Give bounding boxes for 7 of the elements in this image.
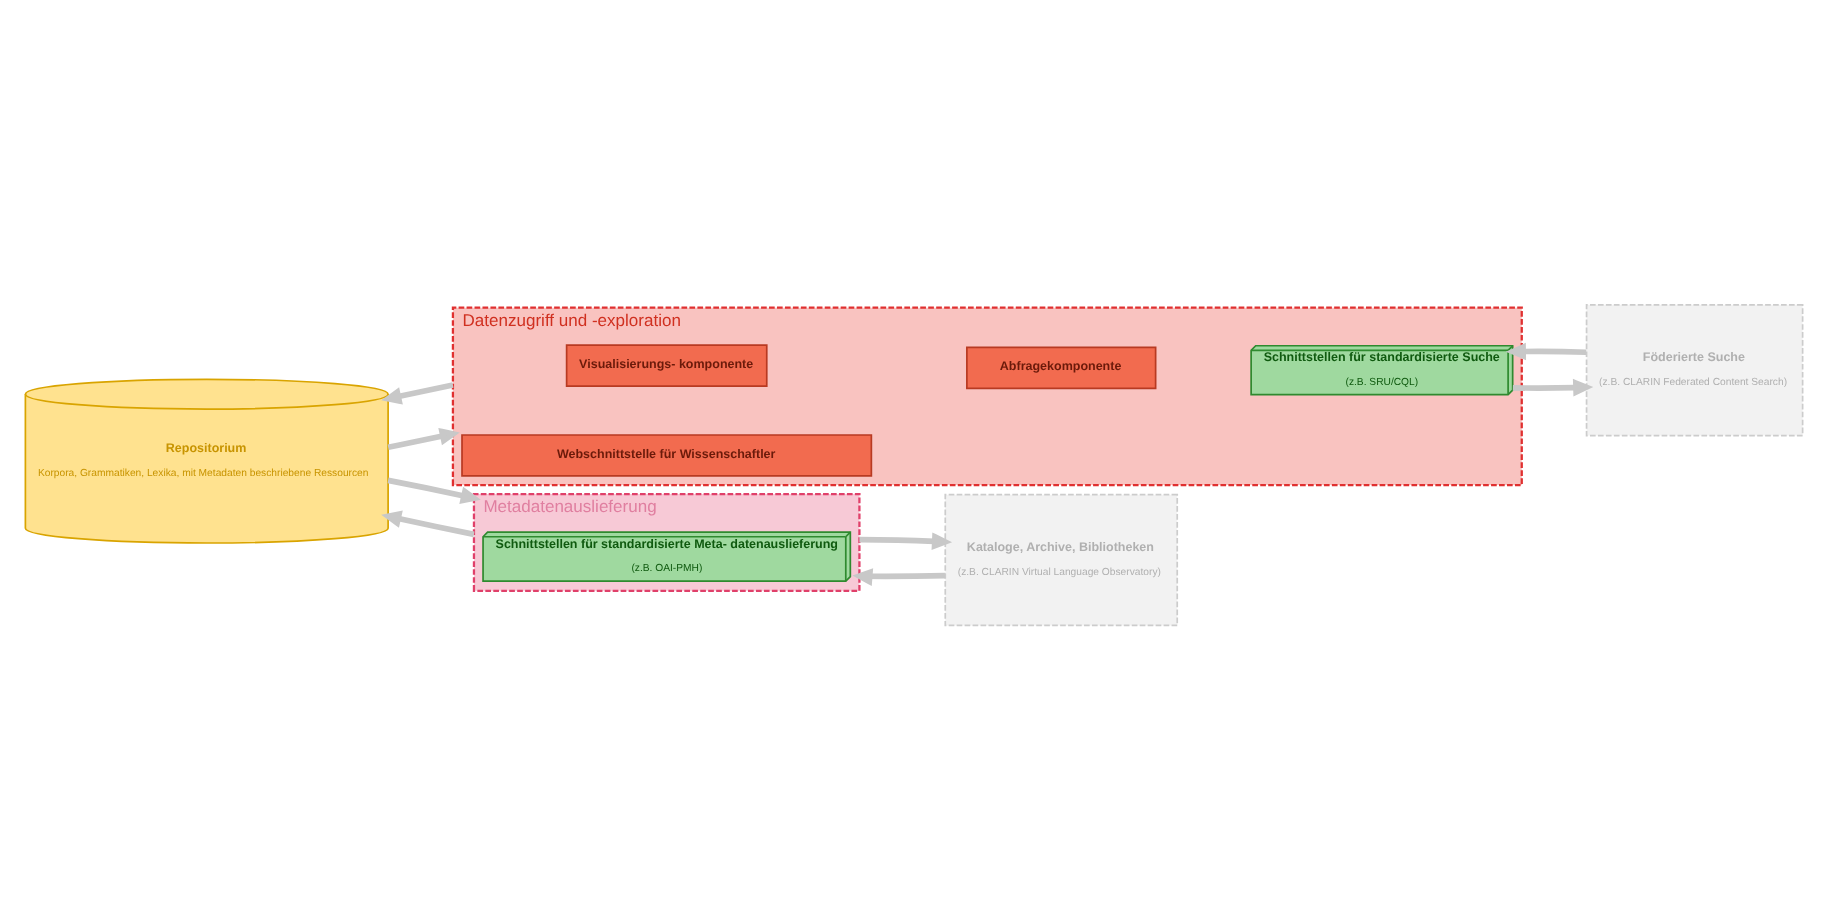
arrow — [1512, 377, 1594, 396]
arrow — [387, 426, 460, 449]
arrow — [381, 509, 475, 537]
arrow — [387, 476, 481, 503]
arrow — [859, 531, 953, 550]
arrow — [852, 567, 946, 585]
arrow — [381, 381, 454, 404]
